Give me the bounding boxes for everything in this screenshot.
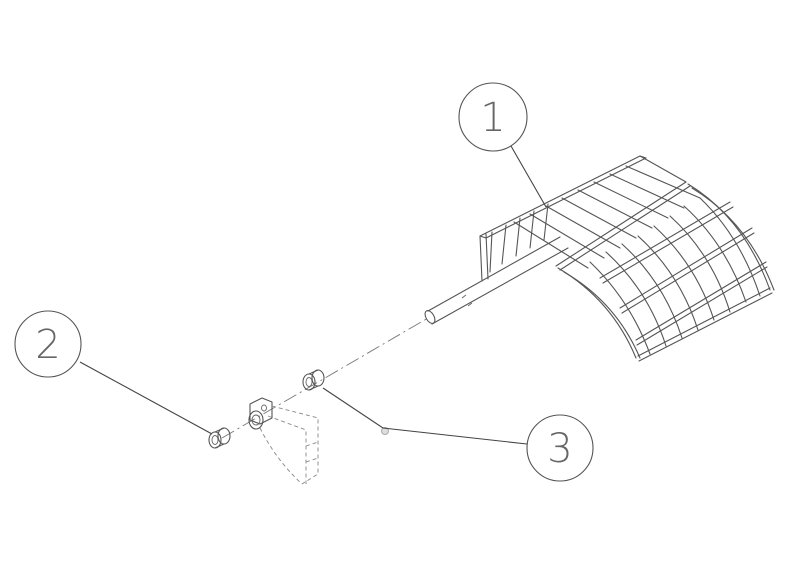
mounting-bracket xyxy=(248,397,319,485)
callout-balloon-3: 3 xyxy=(526,414,594,482)
leader-line-2 xyxy=(79,361,213,435)
shaft xyxy=(424,236,569,325)
right-bushing xyxy=(302,369,325,391)
leader-line-3 xyxy=(322,387,528,445)
callout-balloon-2: 2 xyxy=(14,310,82,378)
left-bushing xyxy=(208,427,231,449)
small-fastener xyxy=(381,427,389,435)
wire-guard-frame xyxy=(424,155,775,362)
callout-label-3: 3 xyxy=(547,426,572,472)
callout-label-1: 1 xyxy=(480,95,505,141)
callout-balloon-1: 1 xyxy=(458,82,528,152)
leader-line-1 xyxy=(510,145,547,208)
assembly-axis xyxy=(221,317,429,439)
callout-label-2: 2 xyxy=(35,322,60,368)
